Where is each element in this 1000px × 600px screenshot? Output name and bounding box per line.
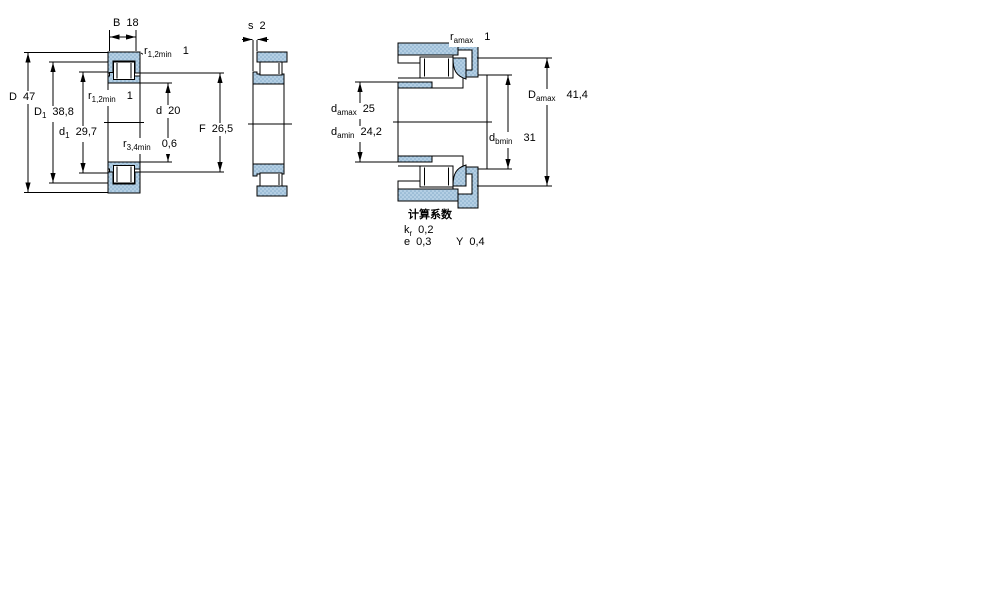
- mounting-view-section: [393, 35, 492, 209]
- calc-factors-title: 计算系数: [407, 209, 453, 222]
- front-view-dimensions: [24, 30, 224, 193]
- front-view-section: [104, 51, 144, 194]
- bearing-drawing-svg: [24, 30, 552, 209]
- side-view-section: [248, 51, 292, 197]
- side-view-dimensions: [242, 36, 269, 71]
- mounting-view-fillets: [452, 57, 467, 187]
- mounting-view-dimensions: [355, 45, 552, 187]
